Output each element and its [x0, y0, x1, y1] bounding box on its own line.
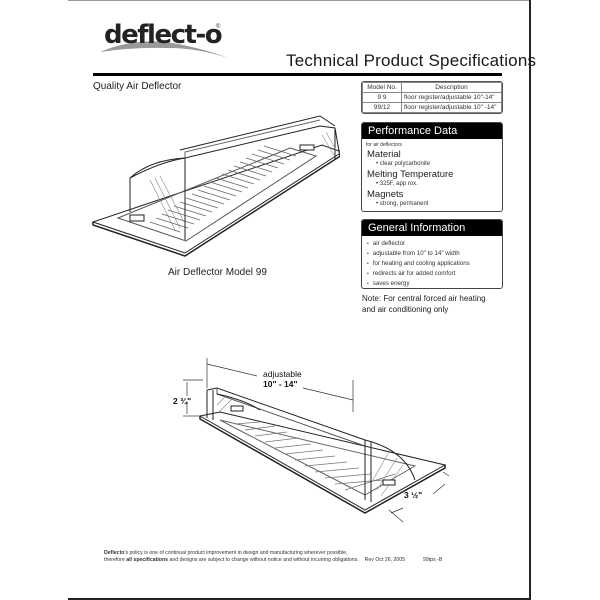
description-cell: floor register/adjustable 10"-14" — [401, 92, 502, 103]
product-subtitle: Quality Air Deflector — [93, 81, 182, 92]
footer-line-1: Deflecto's policy is one of continual pr… — [104, 550, 442, 557]
footer-line-2: therefore all specifications and designs… — [104, 557, 442, 564]
air-deflector-dimension-diagram-icon — [183, 358, 450, 523]
spec-value-magnets: • strong, permanent — [376, 201, 429, 207]
table-header-row: Model No. Description — [362, 82, 502, 93]
height-dimension: 2 ¾" — [173, 396, 192, 406]
registered-mark: ® — [216, 24, 221, 30]
performance-data-heading: Performance Data — [362, 123, 502, 139]
column-header-model: Model No. — [362, 82, 402, 93]
page-border-bottom — [68, 598, 531, 600]
adjustable-label: adjustable — [263, 369, 302, 379]
list-item: air deflector — [367, 239, 502, 249]
spec-value-text: clear polycarbonite — [379, 161, 431, 167]
spec-label-magnets: Magnets — [367, 189, 404, 200]
page-title: Technical Product Specifications — [286, 51, 537, 70]
description-cell: floor register/adjustable 10" -14" — [401, 102, 502, 113]
model-cell: 9 9 — [362, 92, 402, 103]
logo-text: deflect-o — [104, 20, 223, 50]
model-cell: 99/12 — [362, 102, 402, 113]
list-item: for heating and cooling applications — [367, 259, 502, 269]
footer-text: therefore — [104, 557, 127, 563]
general-information-panel: General Information air deflector adjust… — [361, 219, 503, 289]
column-header-description: Description — [401, 82, 502, 93]
list-item: saves energy — [367, 279, 502, 288]
footer-text: and designs are subject to change withou… — [168, 557, 359, 563]
depth-dimension: 3 ½" — [404, 490, 423, 500]
table-row: 99/12 floor register/adjustable 10" -14" — [362, 102, 502, 113]
table-row: 9 9 floor register/adjustable 10"-14" — [362, 92, 502, 103]
spec-value-text: 325F, app rox. — [379, 181, 418, 187]
usage-note-line: Note: For central forced air heating — [362, 294, 486, 303]
brand-logo: deflect-o ® — [98, 14, 238, 64]
general-information-list: air deflector adjustable from 10" to 14"… — [362, 239, 502, 288]
page-border-top — [68, 0, 531, 1]
performance-note: for air deflectors — [366, 142, 402, 148]
list-item: adjustable from 10" to 14" width — [367, 249, 502, 259]
spec-label-material: Material — [367, 149, 401, 160]
page-border-right — [529, 0, 531, 600]
general-information-heading: General Information — [362, 220, 502, 236]
usage-note: Note: For central forced air heating and… — [362, 293, 522, 315]
usage-note-line: and air conditioning only — [362, 305, 449, 314]
footer-disclaimer: Deflecto's policy is one of continual pr… — [104, 550, 442, 564]
spec-value-material: • clear polycarbonite — [376, 161, 431, 167]
title-rule-right — [184, 73, 502, 76]
logo-swoosh-icon — [100, 41, 228, 58]
spec-value-text: strong, permanent — [379, 201, 429, 207]
performance-data-panel: Performance Data for air deflectors Mate… — [361, 122, 503, 212]
spec-value-melting-temperature: • 325F, app rox. — [376, 181, 418, 187]
revision-date: Rev Oct 26, 2005 — [364, 557, 406, 563]
footer-emphasis: all specifications — [126, 557, 169, 563]
figure-caption: Air Deflector Model 99 — [168, 267, 267, 278]
footer-text: 's policy is one of continual product im… — [124, 550, 348, 556]
document-code: 99tps -B — [423, 557, 443, 563]
spec-label-melting-temperature: Melting Temperature — [367, 169, 454, 180]
air-deflector-illustration-icon — [91, 115, 340, 257]
width-dimension: 10" - 14" — [263, 379, 298, 389]
model-table: Model No. Description 9 9 floor register… — [361, 81, 503, 114]
list-item: redirects air for added comfort — [367, 269, 502, 279]
footer-brand: Deflecto — [104, 550, 125, 556]
title-rule-left — [93, 73, 185, 76]
